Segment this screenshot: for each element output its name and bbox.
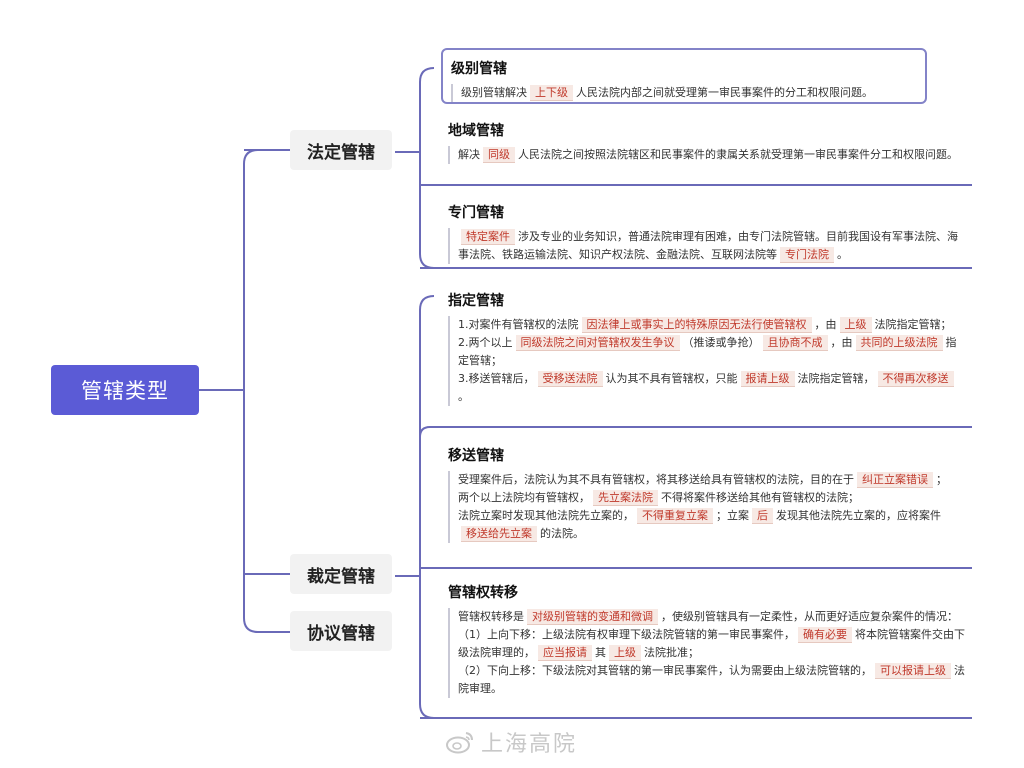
text: 人民法院之间按照法院辖区和民事案件的隶属关系就受理第一审民事案件分工和权限问题。: [518, 148, 958, 161]
highlight: 上级: [609, 645, 641, 660]
text: 将本院管辖案件交由下级法院审理的，: [458, 628, 965, 659]
text: 3.移送管辖后，: [458, 372, 535, 385]
text: （2）下向上移：下级法院对其管辖的第一审民事案件，认为需要由上级法院管辖的，: [458, 664, 872, 677]
line: 3.移送管辖后，受移送法院认为其不具有管辖权，只能报请上级法院指定管辖，不得再次…: [458, 370, 966, 406]
highlight: 后: [752, 508, 773, 523]
text: 。: [837, 248, 848, 261]
card-body: 解决同级人民法院之间按照法院辖区和民事案件的隶属关系就受理第一审民事案件分工和权…: [448, 146, 966, 164]
text: 受理案件后，法院认为其不具有管辖权，将其移送给具有管辖权的法院，目的在于: [458, 473, 854, 486]
card-jurisdiction-shift[interactable]: 管辖权转移 管辖权转移是对级别管辖的变通和微调，使级别管辖具有一定柔性，从而更好…: [448, 582, 966, 716]
highlight: 上下级: [530, 85, 573, 100]
line: 受理案件后，法院认为其不具有管辖权，将其移送给具有管辖权的法院，目的在于纠正立案…: [458, 471, 966, 489]
highlight: 不得重复立案: [637, 508, 713, 523]
card-level-jurisdiction[interactable]: 级别管辖 级别管辖解决上下级人民法院内部之间就受理第一审民事案件的分工和权限问题…: [441, 48, 927, 104]
highlight: 报请上级: [740, 371, 795, 386]
text: 1.对案件有管辖权的法院: [458, 318, 579, 331]
line: （2）下向上移：下级法院对其管辖的第一审民事案件，认为需要由上级法院管辖的，可以…: [458, 662, 966, 698]
highlight: 移送给先立案: [461, 526, 537, 541]
text: 法院立案时发现其他法院先立案的，: [458, 509, 634, 522]
card-body: 特定案件涉及专业的业务知识，普通法院审理有困难，由专门法院管辖。目前我国设有军事…: [448, 228, 966, 264]
line: 管辖权转移是对级别管辖的变通和微调，使级别管辖具有一定柔性，从而更好适应复杂案件…: [458, 608, 966, 626]
line: 1.对案件有管辖权的法院因法律上或事实上的特殊原因无法行使管辖权，由上级法院指定…: [458, 316, 966, 334]
text: ；: [936, 473, 947, 486]
card-title: 管辖权转移: [448, 585, 518, 601]
text: 的法院。: [540, 527, 584, 540]
text: 人民法院内部之间就受理第一审民事案件的分工和权限问题。: [576, 86, 873, 99]
card-designated-jurisdiction[interactable]: 指定管辖 1.对案件有管辖权的法院因法律上或事实上的特殊原因无法行使管辖权，由上…: [448, 290, 966, 424]
text: 级别管辖解决: [461, 86, 527, 99]
card-body: 1.对案件有管辖权的法院因法律上或事实上的特殊原因无法行使管辖权，由上级法院指定…: [448, 316, 966, 406]
text: 法院指定管辖，: [797, 372, 875, 385]
highlight: 专门法院: [780, 247, 834, 262]
text: 认为其不具有管辖权，只能: [605, 372, 738, 385]
card-title: 专门管辖: [448, 205, 504, 221]
card-regional-jurisdiction[interactable]: 地域管辖 解决同级人民法院之间按照法院辖区和民事案件的隶属关系就受理第一审民事案…: [448, 120, 966, 184]
highlight: 同级: [483, 147, 515, 162]
text: 法院审理。: [458, 664, 965, 695]
card-title: 级别管辖: [451, 61, 507, 77]
watermark: 上海高院: [445, 726, 577, 758]
text: 涉及专业的业务知识，普通法院审理有困难，由专门法院管辖。目前我国设有军事法院、海…: [458, 230, 958, 261]
card-special-jurisdiction[interactable]: 专门管辖 特定案件涉及专业的业务知识，普通法院审理有困难，由专门法院管辖。目前我…: [448, 202, 966, 266]
weibo-icon: [446, 732, 473, 754]
text: （推诿或争抢）: [682, 336, 760, 349]
highlight: 对级别管辖的变通和微调: [527, 609, 658, 624]
root-node[interactable]: 管辖类型: [51, 365, 199, 415]
highlight: 可以报请上级: [875, 663, 951, 678]
branch-legal-jurisdiction[interactable]: 法定管辖: [290, 130, 392, 170]
text: （1）上向下移：上级法院有权审理下级法院管辖的第一审民事案件，: [458, 628, 795, 641]
text: 2.两个以上: [458, 336, 513, 349]
highlight: 上级: [839, 317, 872, 332]
highlight: 不得再次移送: [877, 371, 954, 386]
highlight: 共同的上级法院: [855, 335, 943, 350]
card-title: 地域管辖: [448, 123, 504, 139]
text: ，使级别管辖具有一定柔性，从而更好适应复杂案件的情况：: [661, 610, 958, 623]
text: ；立案: [716, 509, 749, 522]
text: 法院指定管辖；: [874, 318, 952, 331]
card-body: 受理案件后，法院认为其不具有管辖权，将其移送给具有管辖权的法院，目的在于纠正立案…: [448, 471, 966, 543]
line: 两个以上法院均有管辖权，先立案法院不得将案件移送给其他有管辖权的法院；: [458, 489, 966, 507]
highlight: 因法律上或事实上的特殊原因无法行使管辖权: [581, 317, 812, 332]
highlight: 确有必要: [798, 627, 852, 642]
highlight: 受移送法院: [537, 371, 603, 386]
card-body: 级别管辖解决上下级人民法院内部之间就受理第一审民事案件的分工和权限问题。: [451, 84, 917, 102]
highlight: 应当报请: [538, 645, 592, 660]
branch-ruling-jurisdiction[interactable]: 裁定管辖: [290, 554, 392, 594]
line: 法院立案时发现其他法院先立案的，不得重复立案；立案后发现其他法院先立案的，应将案…: [458, 507, 966, 543]
text: ，由: [814, 318, 837, 331]
card-transfer-jurisdiction[interactable]: 移送管辖 受理案件后，法院认为其不具有管辖权，将其移送给具有管辖权的法院，目的在…: [448, 445, 966, 565]
line: 2.两个以上同级法院之间对管辖权发生争议（推诿或争抢）且协商不成，由共同的上级法…: [458, 334, 966, 370]
branch-agreement-jurisdiction[interactable]: 协议管辖: [290, 611, 392, 651]
text: 管辖权转移是: [458, 610, 524, 623]
text: 。: [458, 390, 469, 403]
text: 法院批准；: [644, 646, 699, 659]
text: 发现其他法院先立案的，应将案件: [776, 509, 941, 522]
text: 两个以上法院均有管辖权，: [458, 491, 590, 504]
highlight: 纠正立案错误: [857, 472, 933, 487]
highlight: 先立案法院: [593, 490, 658, 505]
card-title: 指定管辖: [448, 293, 504, 309]
text: ，由: [830, 336, 853, 349]
card-body: 管辖权转移是对级别管辖的变通和微调，使级别管辖具有一定柔性，从而更好适应复杂案件…: [448, 608, 966, 698]
watermark-text: 上海高院: [481, 732, 578, 757]
line: （1）上向下移：上级法院有权审理下级法院管辖的第一审民事案件，确有必要将本院管辖…: [458, 626, 966, 662]
highlight: 同级法院之间对管辖权发生争议: [515, 335, 680, 350]
text: 指定管辖；: [458, 336, 957, 367]
highlight: 且协商不成: [762, 335, 828, 350]
text: 解决: [458, 148, 480, 161]
text: 其: [595, 646, 606, 659]
highlight: 特定案件: [461, 229, 515, 244]
text: 不得将案件移送给其他有管辖权的法院；: [661, 491, 859, 504]
card-title: 移送管辖: [448, 448, 504, 464]
